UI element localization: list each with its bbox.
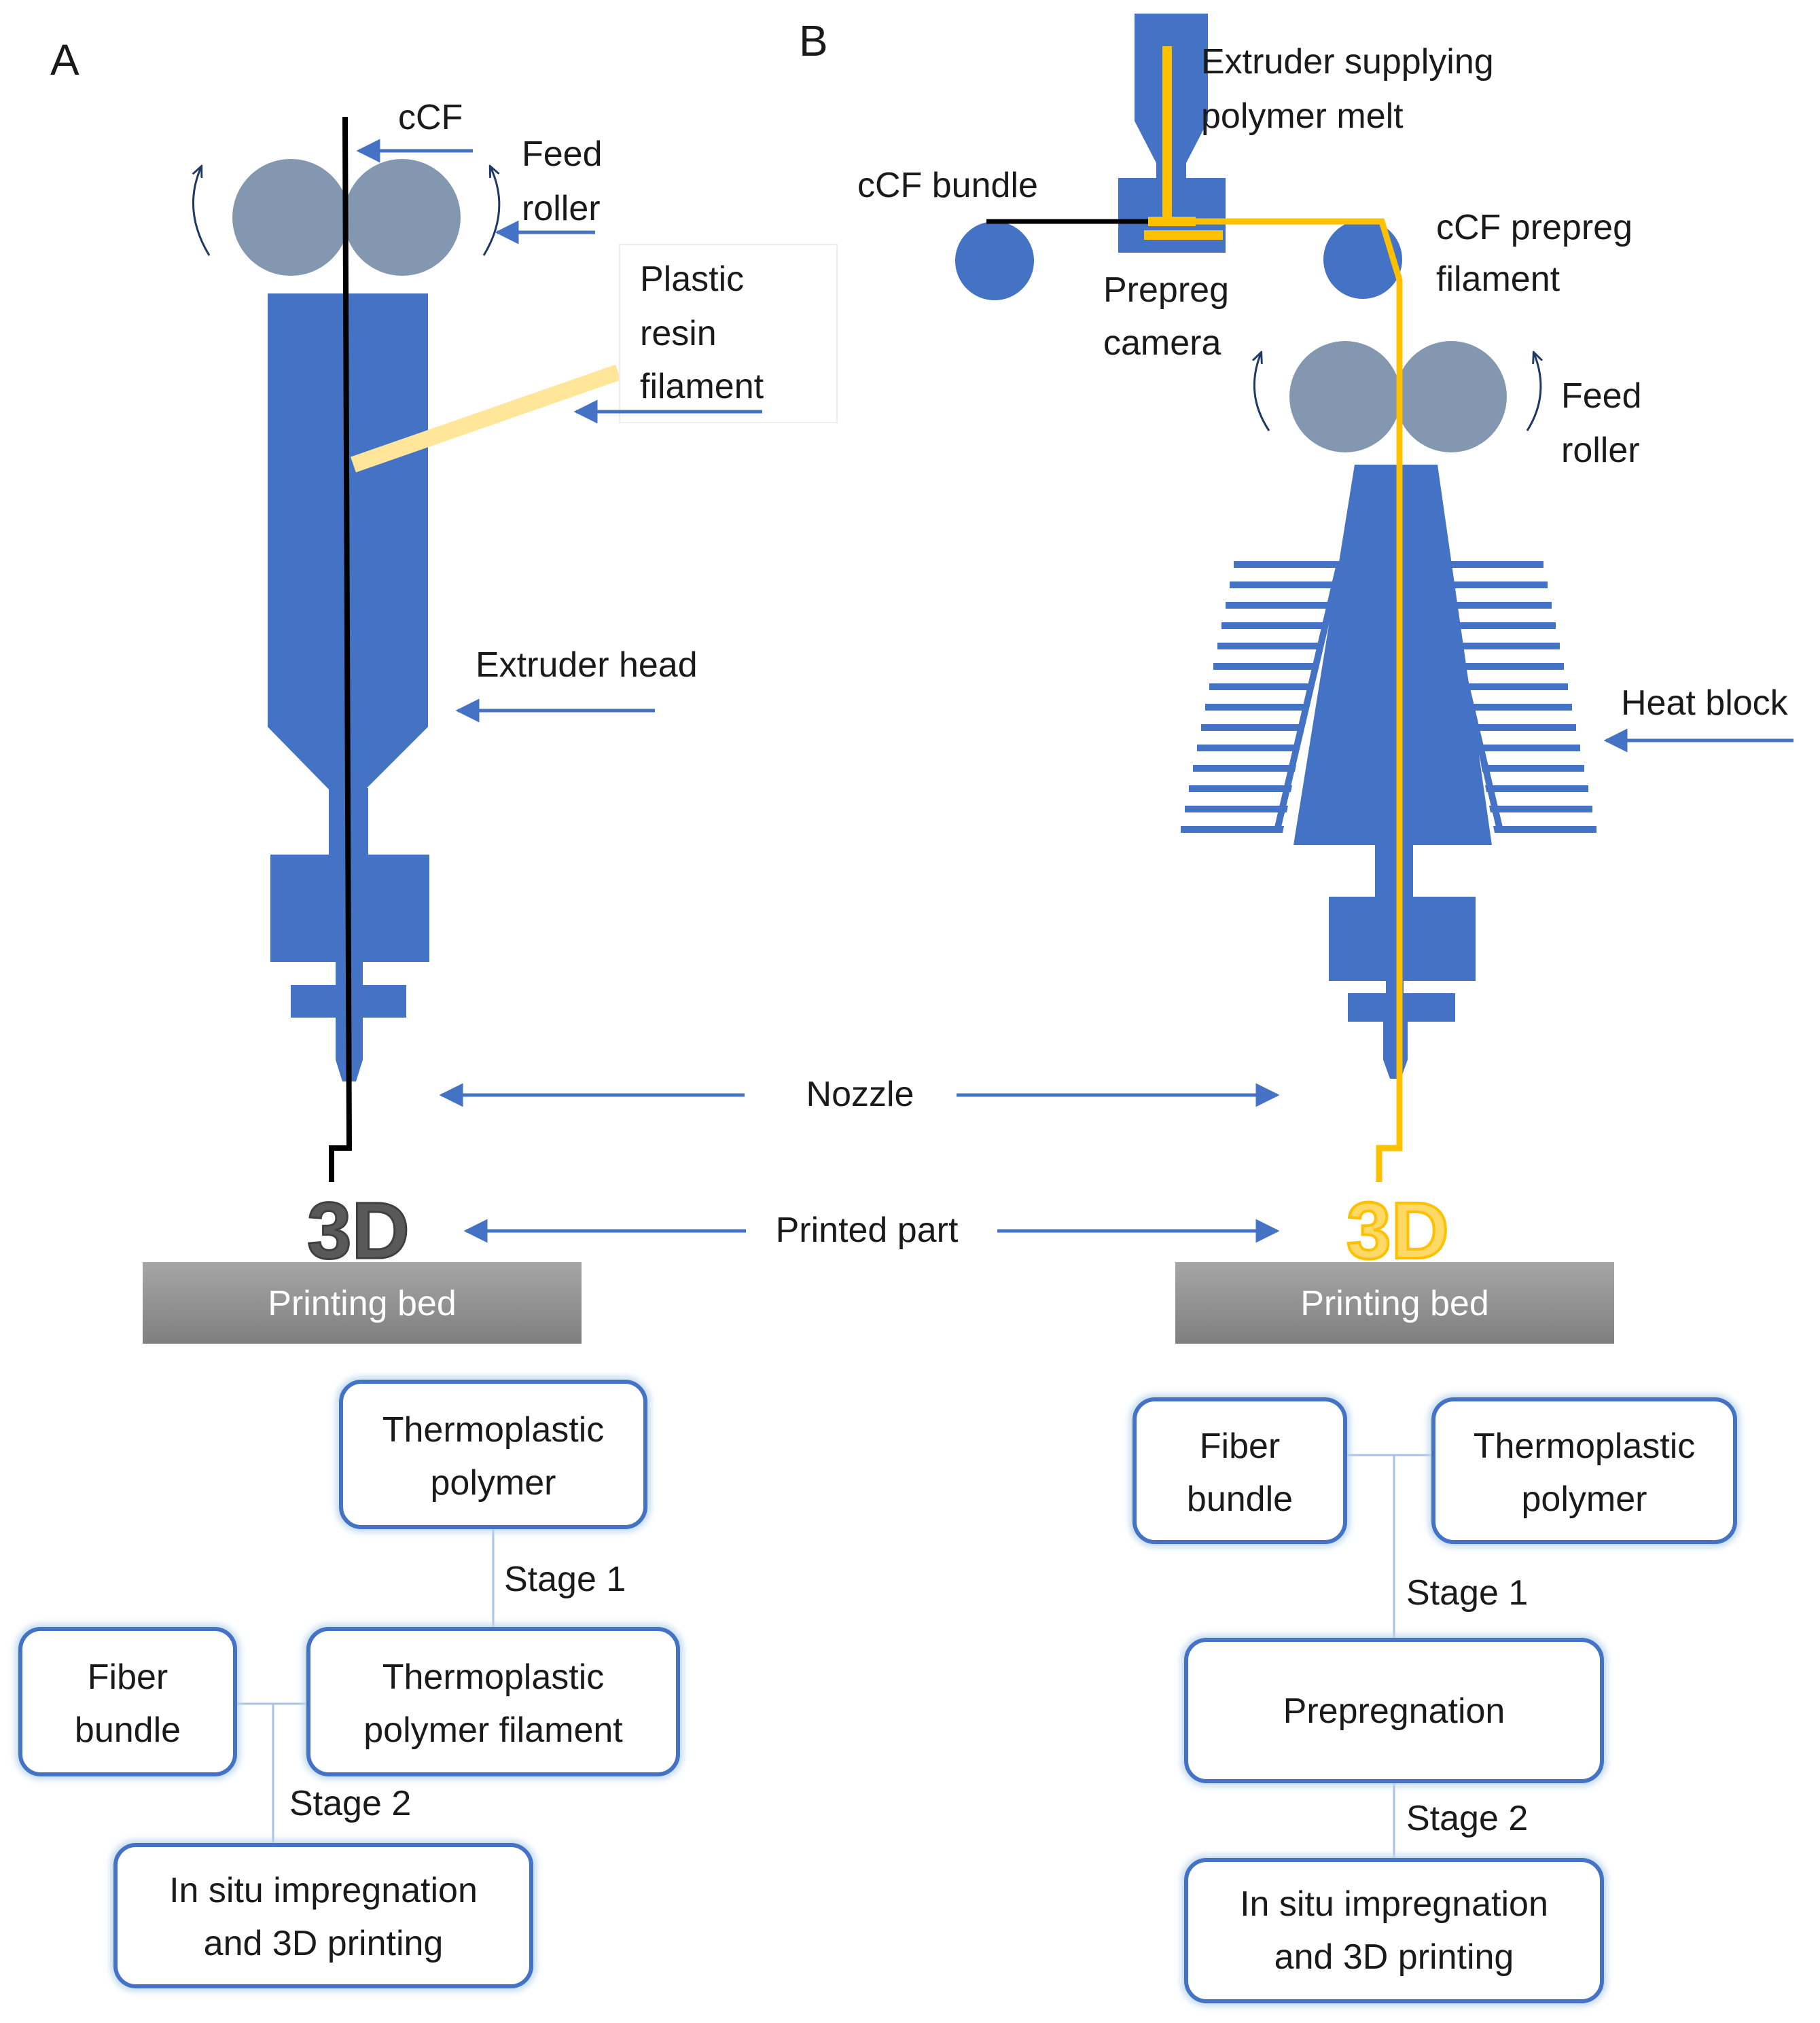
panel-a-feed-roller-label-line1: Feed (522, 135, 603, 174)
panel-a-letter: A (50, 35, 79, 84)
panel-b-printing-bed-label: Printing bed (1300, 1284, 1489, 1323)
panel-a-rotation-arrow-left (193, 167, 211, 256)
panel-a-carbon-fiber (329, 116, 353, 1182)
panel-b-letter: B (799, 16, 828, 65)
panel-b-nozzle-neck (1375, 844, 1413, 898)
panel-b-prepreg-filament-label-line2: filament (1436, 259, 1560, 299)
panel-a-box-fiber (18, 1627, 237, 1776)
panel-b-stage1-label: Stage 1 (1406, 1573, 1528, 1613)
panel-b-printed-part: 3D (1346, 1186, 1449, 1276)
panel-a-box-thermoplastic (339, 1380, 647, 1529)
panel-a-feed-roller-label-line2: roller (522, 189, 601, 228)
panel-a-box-filament-line1: Thermoplastic (382, 1658, 605, 1697)
panel-a-printing-bed-label: Printing bed (268, 1284, 457, 1323)
panel-b-stage2-label: Stage 2 (1406, 1799, 1528, 1838)
panel-b-printing-bed (1175, 1262, 1614, 1344)
panel-a-printing-bed (143, 1262, 582, 1344)
panel-b-rotation-arrow-left (1254, 353, 1270, 431)
panel-b-box-insitu-line1: In situ impregnation (1240, 1884, 1548, 1924)
panel-b-box-prepregnation-text: Prepregnation (1283, 1691, 1505, 1731)
panel-b-nozzle-tip (1383, 1020, 1408, 1079)
panel-b-box-fiber (1132, 1397, 1347, 1544)
panel-a-ccf-label: cCF (398, 98, 463, 137)
panel-a-box-thermoplastic-line1: Thermoplastic (382, 1410, 605, 1450)
panel-b-prepreg-filament-label-line1: cCF prepreg (1436, 208, 1632, 247)
panel-a-box-fiber-line2: bundle (75, 1711, 181, 1750)
panel-b-prepreg-filament (1155, 218, 1403, 1182)
panel-b: B (799, 14, 1794, 2006)
panel-b-box-fiber-line2: bundle (1187, 1480, 1293, 1519)
shared-labels: Nozzle Printed part (439, 1075, 1280, 1250)
panel-b-box-prepregnation (1184, 1638, 1604, 1783)
panel-b-feed-roller-left (1289, 341, 1401, 452)
panel-b-rotation-arrow-right (1526, 353, 1541, 431)
panel-a-stage1-label: Stage 1 (504, 1560, 626, 1599)
panel-b-process-flow: Fiber bundle Thermoplastic polymer Stage… (1130, 1395, 1740, 2006)
printed-part-label: Printed part (776, 1211, 959, 1250)
panel-a-printed-part: 3D (307, 1186, 410, 1276)
panel-a-box-insitu-line2: and 3D printing (204, 1924, 444, 1963)
panel-a-plastic-label-line2: resin (640, 314, 717, 353)
panel-a-feed-roller-right (344, 159, 461, 276)
panel-a-stage2-label: Stage 2 (289, 1784, 411, 1823)
panel-b-heat-block-fins-left (1181, 561, 1344, 833)
panel-a-plastic-label-line1: Plastic (640, 259, 744, 299)
panel-a-box-insitu-line1: In situ impregnation (169, 1871, 478, 1910)
panel-b-feed-roller-label-line2: roller (1561, 431, 1640, 470)
panel-b-heat-block-label: Heat block (1621, 683, 1789, 723)
panel-b-feed-roller-right (1395, 341, 1507, 452)
panel-a-box-insitu (113, 1843, 533, 1988)
panel-a-plastic-label-box (619, 244, 838, 423)
panel-a-extruder-head-label: Extruder head (476, 645, 698, 685)
panel-a-process-flow: Thermoplastic polymer Stage 1 Thermoplas… (16, 1377, 683, 1991)
panel-a-resin-filament (351, 364, 621, 473)
panel-b-box-insitu (1184, 1858, 1604, 2003)
panel-b-extruder-label-line1: Extruder supplying (1201, 42, 1494, 82)
panel-b-camera-label-line2: camera (1103, 323, 1221, 363)
panel-b-camera-label-line1: Prepreg (1103, 270, 1229, 310)
panel-b-heat-block (1293, 465, 1492, 845)
panel-b-box-fiber-line1: Fiber (1200, 1427, 1280, 1466)
panel-a-box-thermoplastic-line2: polymer (431, 1463, 556, 1503)
panel-b-box-thermoplastic-line2: polymer (1522, 1480, 1647, 1519)
panel-a: A cCF Feed roller Plastic resin filament… (16, 35, 838, 1991)
panel-a-box-filament (306, 1627, 680, 1776)
panel-b-ccf-bundle-label: cCF bundle (857, 166, 1038, 205)
panel-a-box-fiber-line1: Fiber (88, 1658, 168, 1697)
panel-a-box-filament-line2: polymer filament (363, 1711, 623, 1750)
nozzle-label: Nozzle (806, 1075, 914, 1114)
panel-b-prepreg-roller (1323, 220, 1402, 299)
panel-b-box-thermoplastic-line1: Thermoplastic (1474, 1427, 1696, 1466)
panel-a-plastic-label-line3: filament (640, 367, 764, 406)
panel-b-feed-roller-label-line1: Feed (1561, 376, 1642, 416)
panel-b-extruder-label-line2: polymer melt (1201, 96, 1404, 136)
panel-b-box-insitu-line2: and 3D printing (1274, 1937, 1514, 1977)
panel-b-box-thermoplastic (1431, 1397, 1737, 1544)
panel-a-rotation-arrow-right (482, 167, 501, 256)
panel-a-feed-roller-left (232, 159, 349, 276)
panel-b-ccf-bundle-roller (955, 221, 1034, 300)
